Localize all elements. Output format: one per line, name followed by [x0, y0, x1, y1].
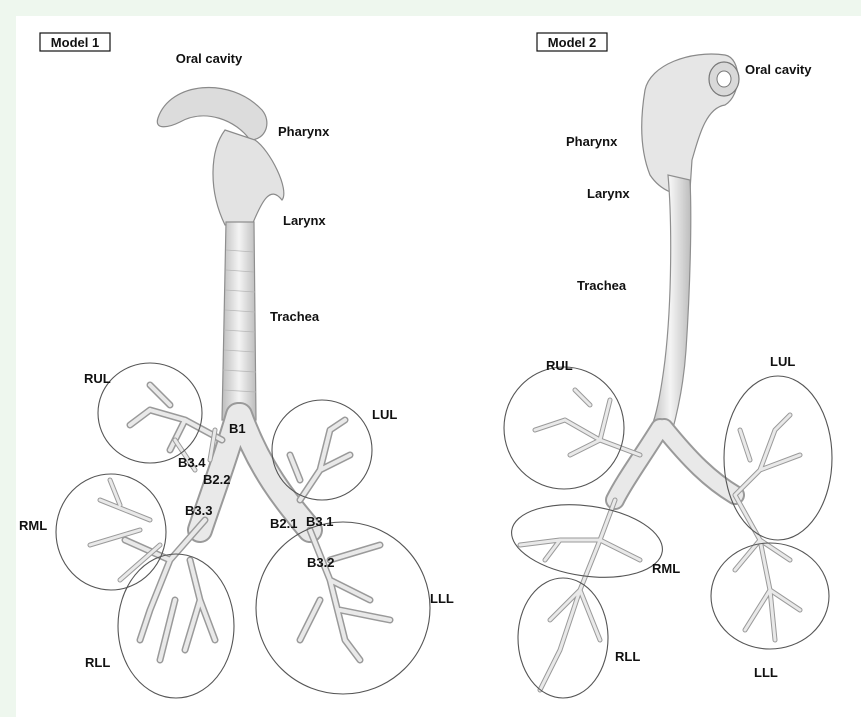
model-1-label-b3-4: B3.4 [178, 455, 206, 470]
model-1-label-b2-2: B2.2 [203, 472, 230, 487]
model-1-label-rul: RUL [84, 371, 111, 386]
model-1-label-b3-2: B3.2 [307, 555, 334, 570]
model-2-label-lll: LLL [754, 665, 778, 680]
model-2-label-pharynx: Pharynx [566, 134, 618, 149]
model-1-rll-region [118, 554, 234, 698]
model-2-label-rll: RLL [615, 649, 640, 664]
model-1: Model 1 [19, 33, 454, 698]
model-1-rml-region [56, 474, 166, 590]
model-1-label-pharynx: Pharynx [278, 124, 330, 139]
model-2-label-oral-cavity: Oral cavity [745, 62, 812, 77]
model-1-label-lll: LLL [430, 591, 454, 606]
model-2-label-larynx: Larynx [587, 186, 630, 201]
model-1-label-rml: RML [19, 518, 47, 533]
model-2-title: Model 2 [548, 35, 596, 50]
model-1-label-larynx: Larynx [283, 213, 326, 228]
model-2-trachea-shape [650, 175, 691, 432]
model-1-pharynx-shape [213, 130, 284, 230]
model-2-label-trachea: Trachea [577, 278, 627, 293]
model-1-label-b2-1: B2.1 [270, 516, 297, 531]
model-2-label-rml: RML [652, 561, 680, 576]
model-1-label-b1: B1 [229, 421, 246, 436]
model-1-label-b3-3: B3.3 [185, 503, 212, 518]
model-2-label-rul: RUL [546, 358, 573, 373]
model-1-label-rll: RLL [85, 655, 110, 670]
model-2-rul-region [504, 367, 624, 489]
model-1-title: Model 1 [51, 35, 99, 50]
model-2-lul-region [724, 376, 832, 540]
model-2-mouth-inner [717, 71, 731, 87]
model-2-label-lul: LUL [770, 354, 795, 369]
model-1-oral-cavity-shape [157, 87, 267, 140]
model-1-label-trachea: Trachea [270, 309, 320, 324]
model-1-label-b3-1: B3.1 [306, 514, 333, 529]
model-2: Model 2 Oral cavity Pharynx Larynx Trach… [504, 33, 832, 698]
model-1-label-oral-cavity: Oral cavity [176, 51, 243, 66]
model-1-label-lul: LUL [372, 407, 397, 422]
